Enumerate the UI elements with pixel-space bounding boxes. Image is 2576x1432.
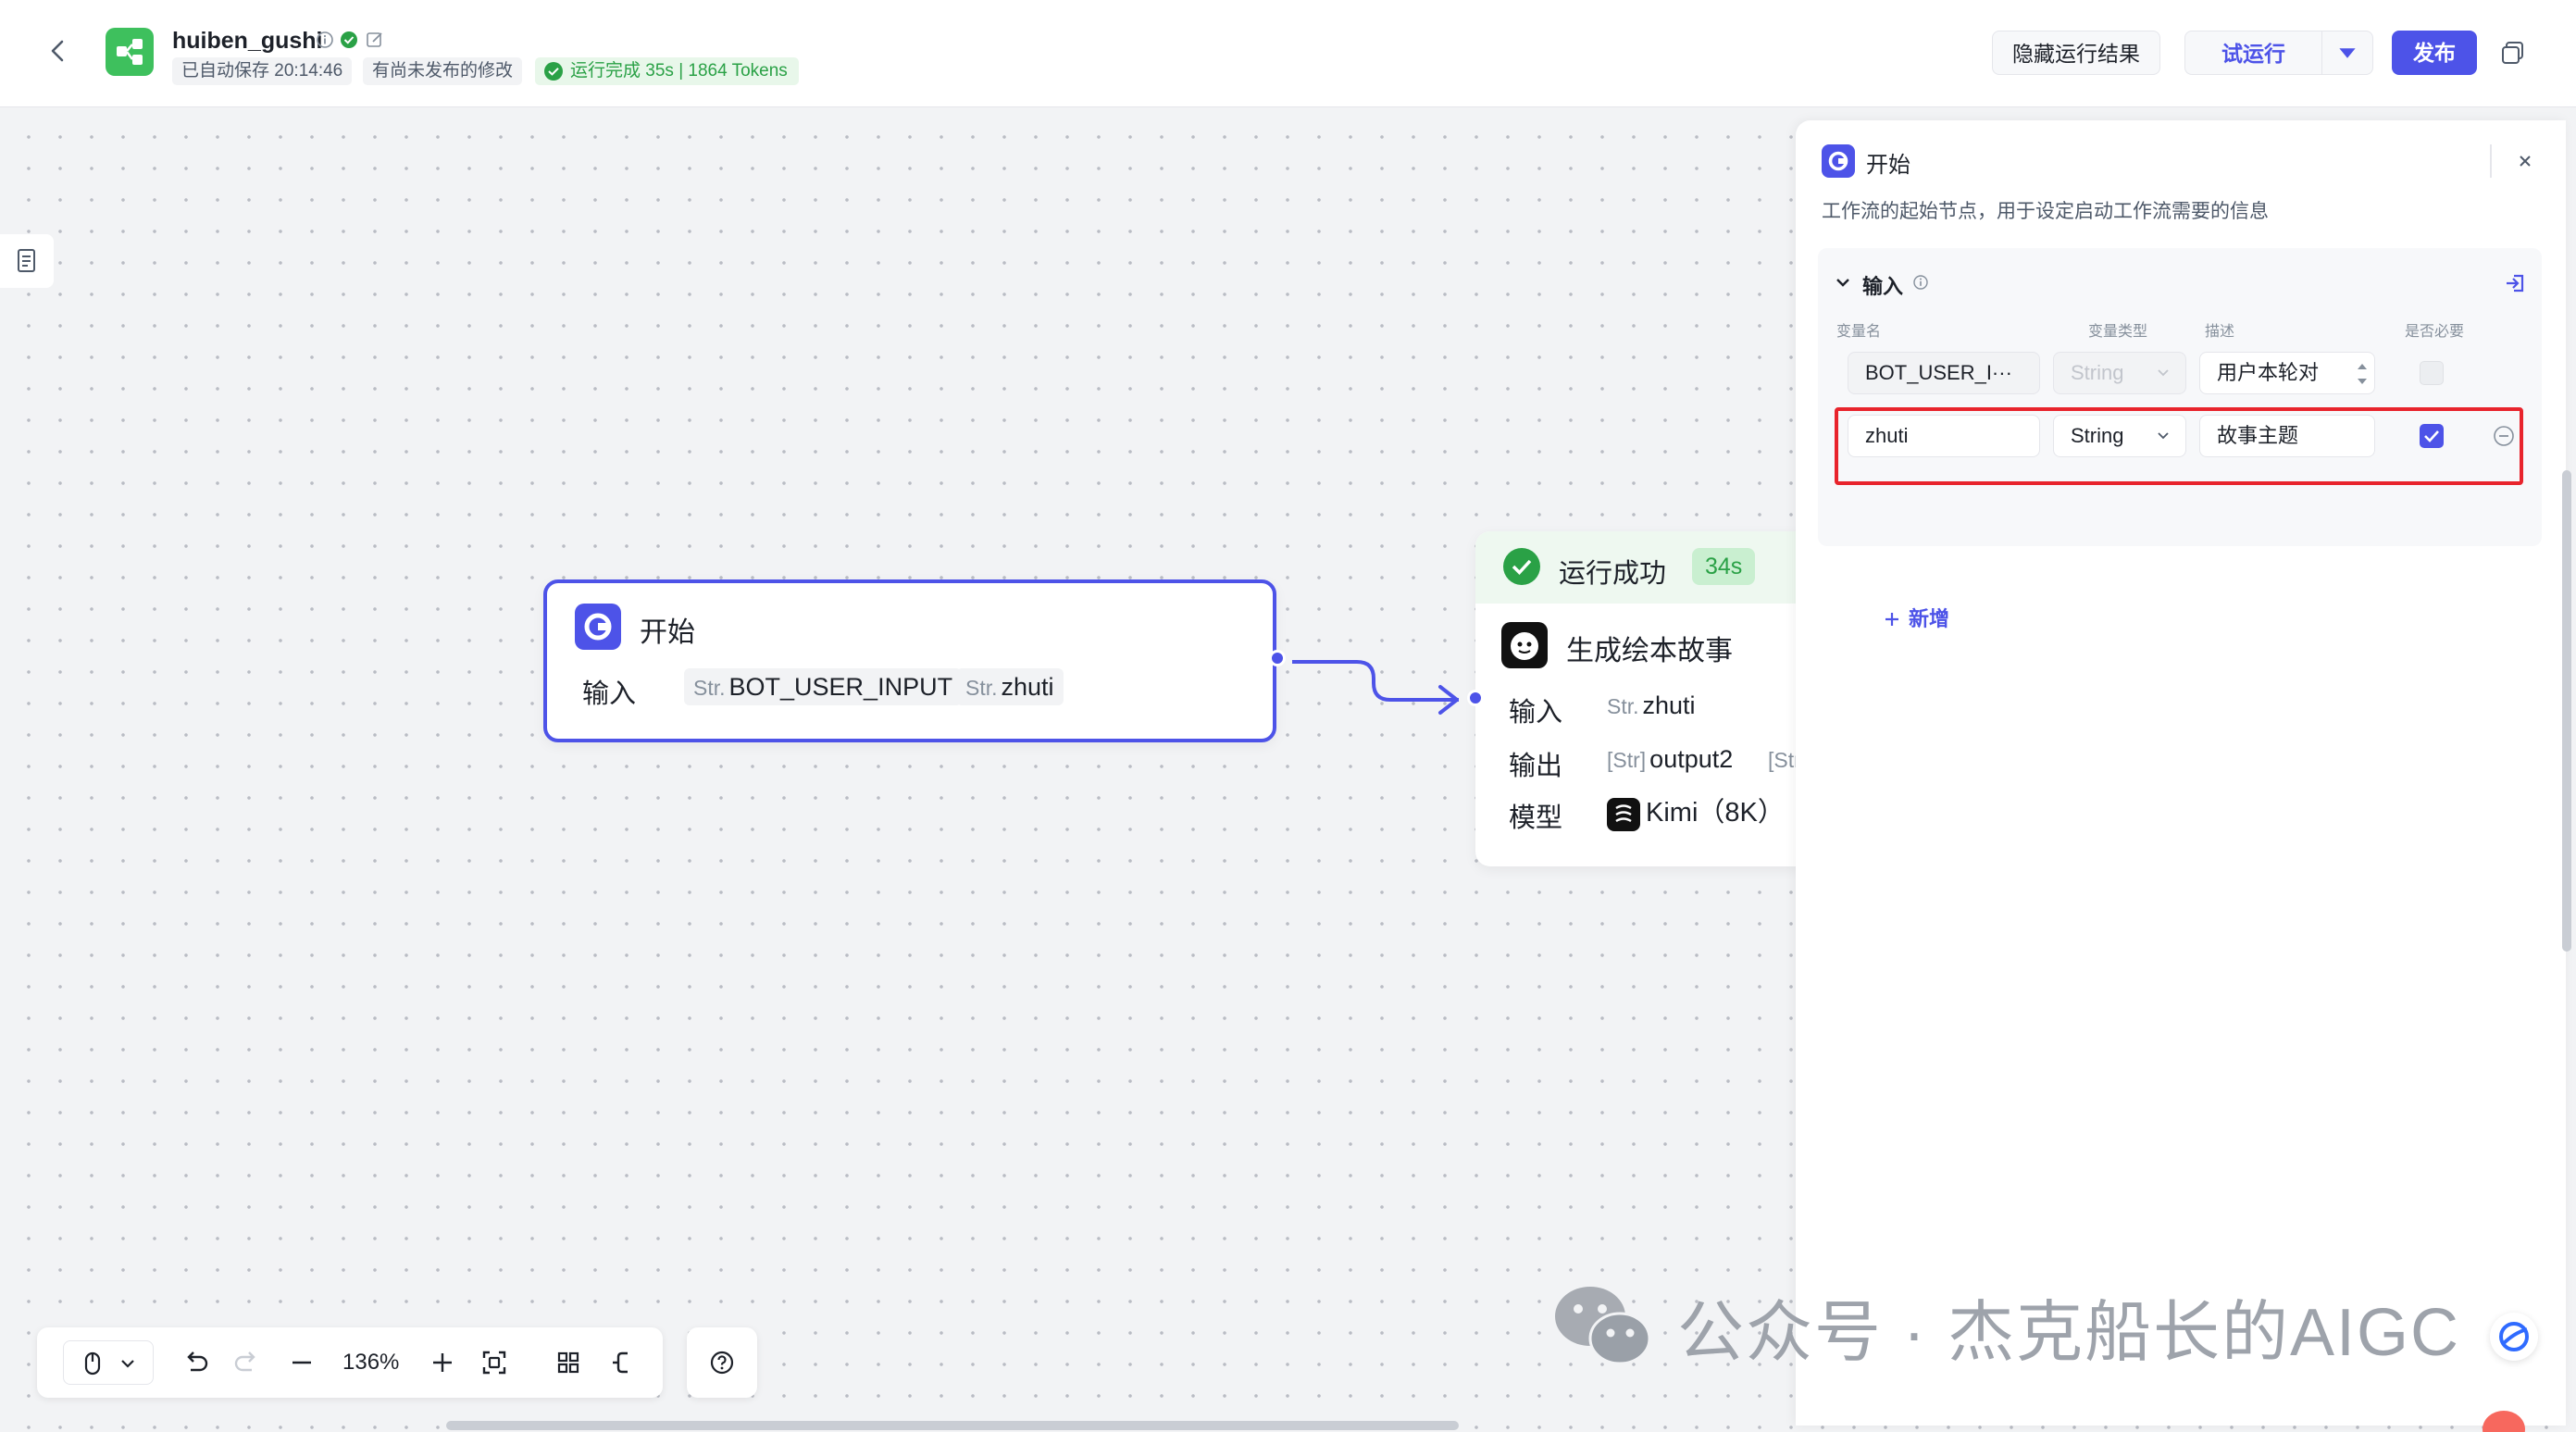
copy-icon[interactable]	[2499, 39, 2527, 67]
canvas-toolbar: 136%	[37, 1327, 663, 1398]
workflow-icon	[117, 39, 143, 65]
chevron-down-icon	[2158, 369, 2169, 377]
vertical-scrollbar[interactable]	[2562, 470, 2571, 952]
info-icon[interactable]	[315, 30, 335, 50]
run-result-bar: 运行成功 34s	[1475, 531, 1799, 604]
column-header-name: 变量名	[1836, 324, 1882, 340]
assistant-icon	[2499, 1322, 2529, 1351]
auto-layout-icon[interactable]	[550, 1344, 587, 1381]
start-input-label: 输入	[582, 679, 637, 709]
input-port[interactable]	[1467, 690, 1484, 706]
llm-output-chip-more: [Str	[1768, 748, 1799, 772]
interaction-mode-select[interactable]	[63, 1340, 154, 1385]
horizontal-scrollbar[interactable]	[446, 1421, 1459, 1430]
output-port[interactable]	[1269, 650, 1286, 666]
llm-input-label: 输入	[1509, 698, 1563, 728]
app-name: huiben_gushi	[172, 28, 323, 54]
llm-output-chip: [Str]output2	[1607, 745, 1734, 773]
required-checkbox	[2420, 361, 2444, 385]
panel-description: 工作流的起始节点，用于设定启动工作流需要的信息	[1822, 201, 2269, 222]
start-node[interactable]: 开始 输入 Str.BOT_USER_INPUT Str.zhuti	[543, 579, 1286, 742]
document-button[interactable]	[0, 234, 54, 288]
app-logo	[106, 28, 154, 76]
column-header-type: 变量类型	[2088, 324, 2148, 340]
connector-style-icon[interactable]	[604, 1344, 641, 1381]
chevron-down-icon	[121, 1360, 134, 1368]
start-node-icon	[1822, 144, 1855, 178]
run-status-label: 运行成功	[1559, 559, 1667, 589]
description-field[interactable]: 用户本轮对	[2199, 352, 2375, 394]
llm-node-title: 生成绘本故事	[1566, 636, 1733, 666]
run-status-tag: 运行完成 35s | 1864 Tokens	[535, 57, 799, 85]
start-input-chip: Str.BOT_USER_INPUT	[684, 668, 963, 705]
edit-icon[interactable]	[365, 30, 385, 50]
success-icon	[544, 62, 563, 81]
variable-name-field[interactable]: zhuti	[1848, 415, 2040, 457]
chevron-down-icon	[2158, 432, 2169, 440]
publish-button[interactable]: 发布	[2392, 31, 2477, 75]
hide-results-button[interactable]: 隐藏运行结果	[1992, 31, 2160, 75]
caret-down-icon	[2339, 48, 2356, 58]
help-icon	[710, 1351, 734, 1375]
column-header-required: 是否必要	[2405, 324, 2465, 340]
help-button[interactable]	[687, 1327, 757, 1398]
plus-icon	[1885, 613, 1898, 626]
variable-type-select[interactable]: String	[2053, 415, 2186, 457]
watermark-text: 公众号 · 杰克船长的AIGC	[1677, 1295, 2461, 1370]
chevron-down-icon[interactable]	[1833, 274, 1853, 293]
stepper-icon[interactable]	[2353, 355, 2371, 392]
variable-type-select: String	[2053, 352, 2186, 394]
mouse-icon	[84, 1351, 101, 1376]
remove-icon[interactable]	[2492, 424, 2516, 448]
notification-avatar[interactable]	[2483, 1411, 2525, 1432]
fit-view-icon[interactable]	[476, 1344, 513, 1381]
kimi-model-icon	[1607, 798, 1640, 831]
back-arrow-icon[interactable]	[44, 37, 72, 65]
watermark: 公众号 · 杰克船长的AIGC	[1551, 1281, 2460, 1370]
required-checkbox[interactable]	[2420, 424, 2444, 448]
autosave-tag: 已自动保存 20:14:46	[172, 57, 353, 85]
document-icon	[18, 249, 35, 272]
panel-title: 开始	[1866, 153, 1910, 178]
llm-model-label: 模型	[1509, 803, 1563, 833]
llm-model-value: Kimi（8K）	[1646, 798, 1785, 828]
start-input-chip: Str.zhuti	[956, 668, 1064, 705]
close-icon[interactable]	[2514, 150, 2536, 172]
variable-name-field: BOT_USER_I···	[1848, 352, 2040, 394]
unpublished-tag: 有尚未发布的修改	[363, 57, 523, 85]
start-node-title: 开始	[640, 617, 695, 648]
add-variable-button[interactable]: 新增	[1864, 598, 2014, 641]
zoom-out-icon[interactable]	[283, 1344, 320, 1381]
node-config-panel: 开始 工作流的起始节点，用于设定启动工作流需要的信息 输入 变量名 变量类型 描…	[1796, 120, 2566, 1426]
llm-input-chip: Str.zhuti	[1607, 691, 1696, 719]
start-node-icon	[575, 604, 621, 650]
zoom-level[interactable]: 136%	[342, 1350, 400, 1375]
llm-node[interactable]: 运行成功 34s 生成绘本故事 输入 Str.zhuti 输出 [Str]out…	[1475, 531, 1799, 866]
zoom-in-icon[interactable]	[424, 1344, 461, 1381]
llm-output-label: 输出	[1509, 752, 1563, 781]
import-icon[interactable]	[2503, 270, 2529, 296]
header-bar: huiben_gushi 已自动保存 20:14:46 有尚未发布的修改 运行完…	[0, 0, 2576, 107]
divider	[2490, 144, 2492, 178]
success-icon	[1503, 548, 1540, 585]
input-section: 输入 变量名 变量类型 描述 是否必要 BOT_USER_I··· String…	[1818, 248, 2542, 641]
wechat-logo-icon	[1555, 1287, 1651, 1365]
duration-badge: 34s	[1692, 548, 1756, 585]
assistant-button[interactable]	[2490, 1313, 2538, 1361]
check-icon	[2424, 430, 2439, 442]
llm-node-icon	[1501, 622, 1548, 668]
test-run-button[interactable]: 试运行	[2184, 31, 2321, 75]
verified-check-icon	[341, 31, 357, 48]
test-run-dropdown-button[interactable]	[2321, 31, 2373, 75]
redo-icon[interactable]	[228, 1344, 265, 1381]
column-header-description: 描述	[2205, 324, 2235, 340]
undo-icon[interactable]	[178, 1344, 215, 1381]
info-icon[interactable]	[1912, 274, 1929, 291]
run-status-text: 运行完成 35s | 1864 Tokens	[570, 61, 788, 81]
description-field[interactable]: 故事主题	[2199, 415, 2375, 457]
section-title: 输入	[1862, 275, 1904, 298]
